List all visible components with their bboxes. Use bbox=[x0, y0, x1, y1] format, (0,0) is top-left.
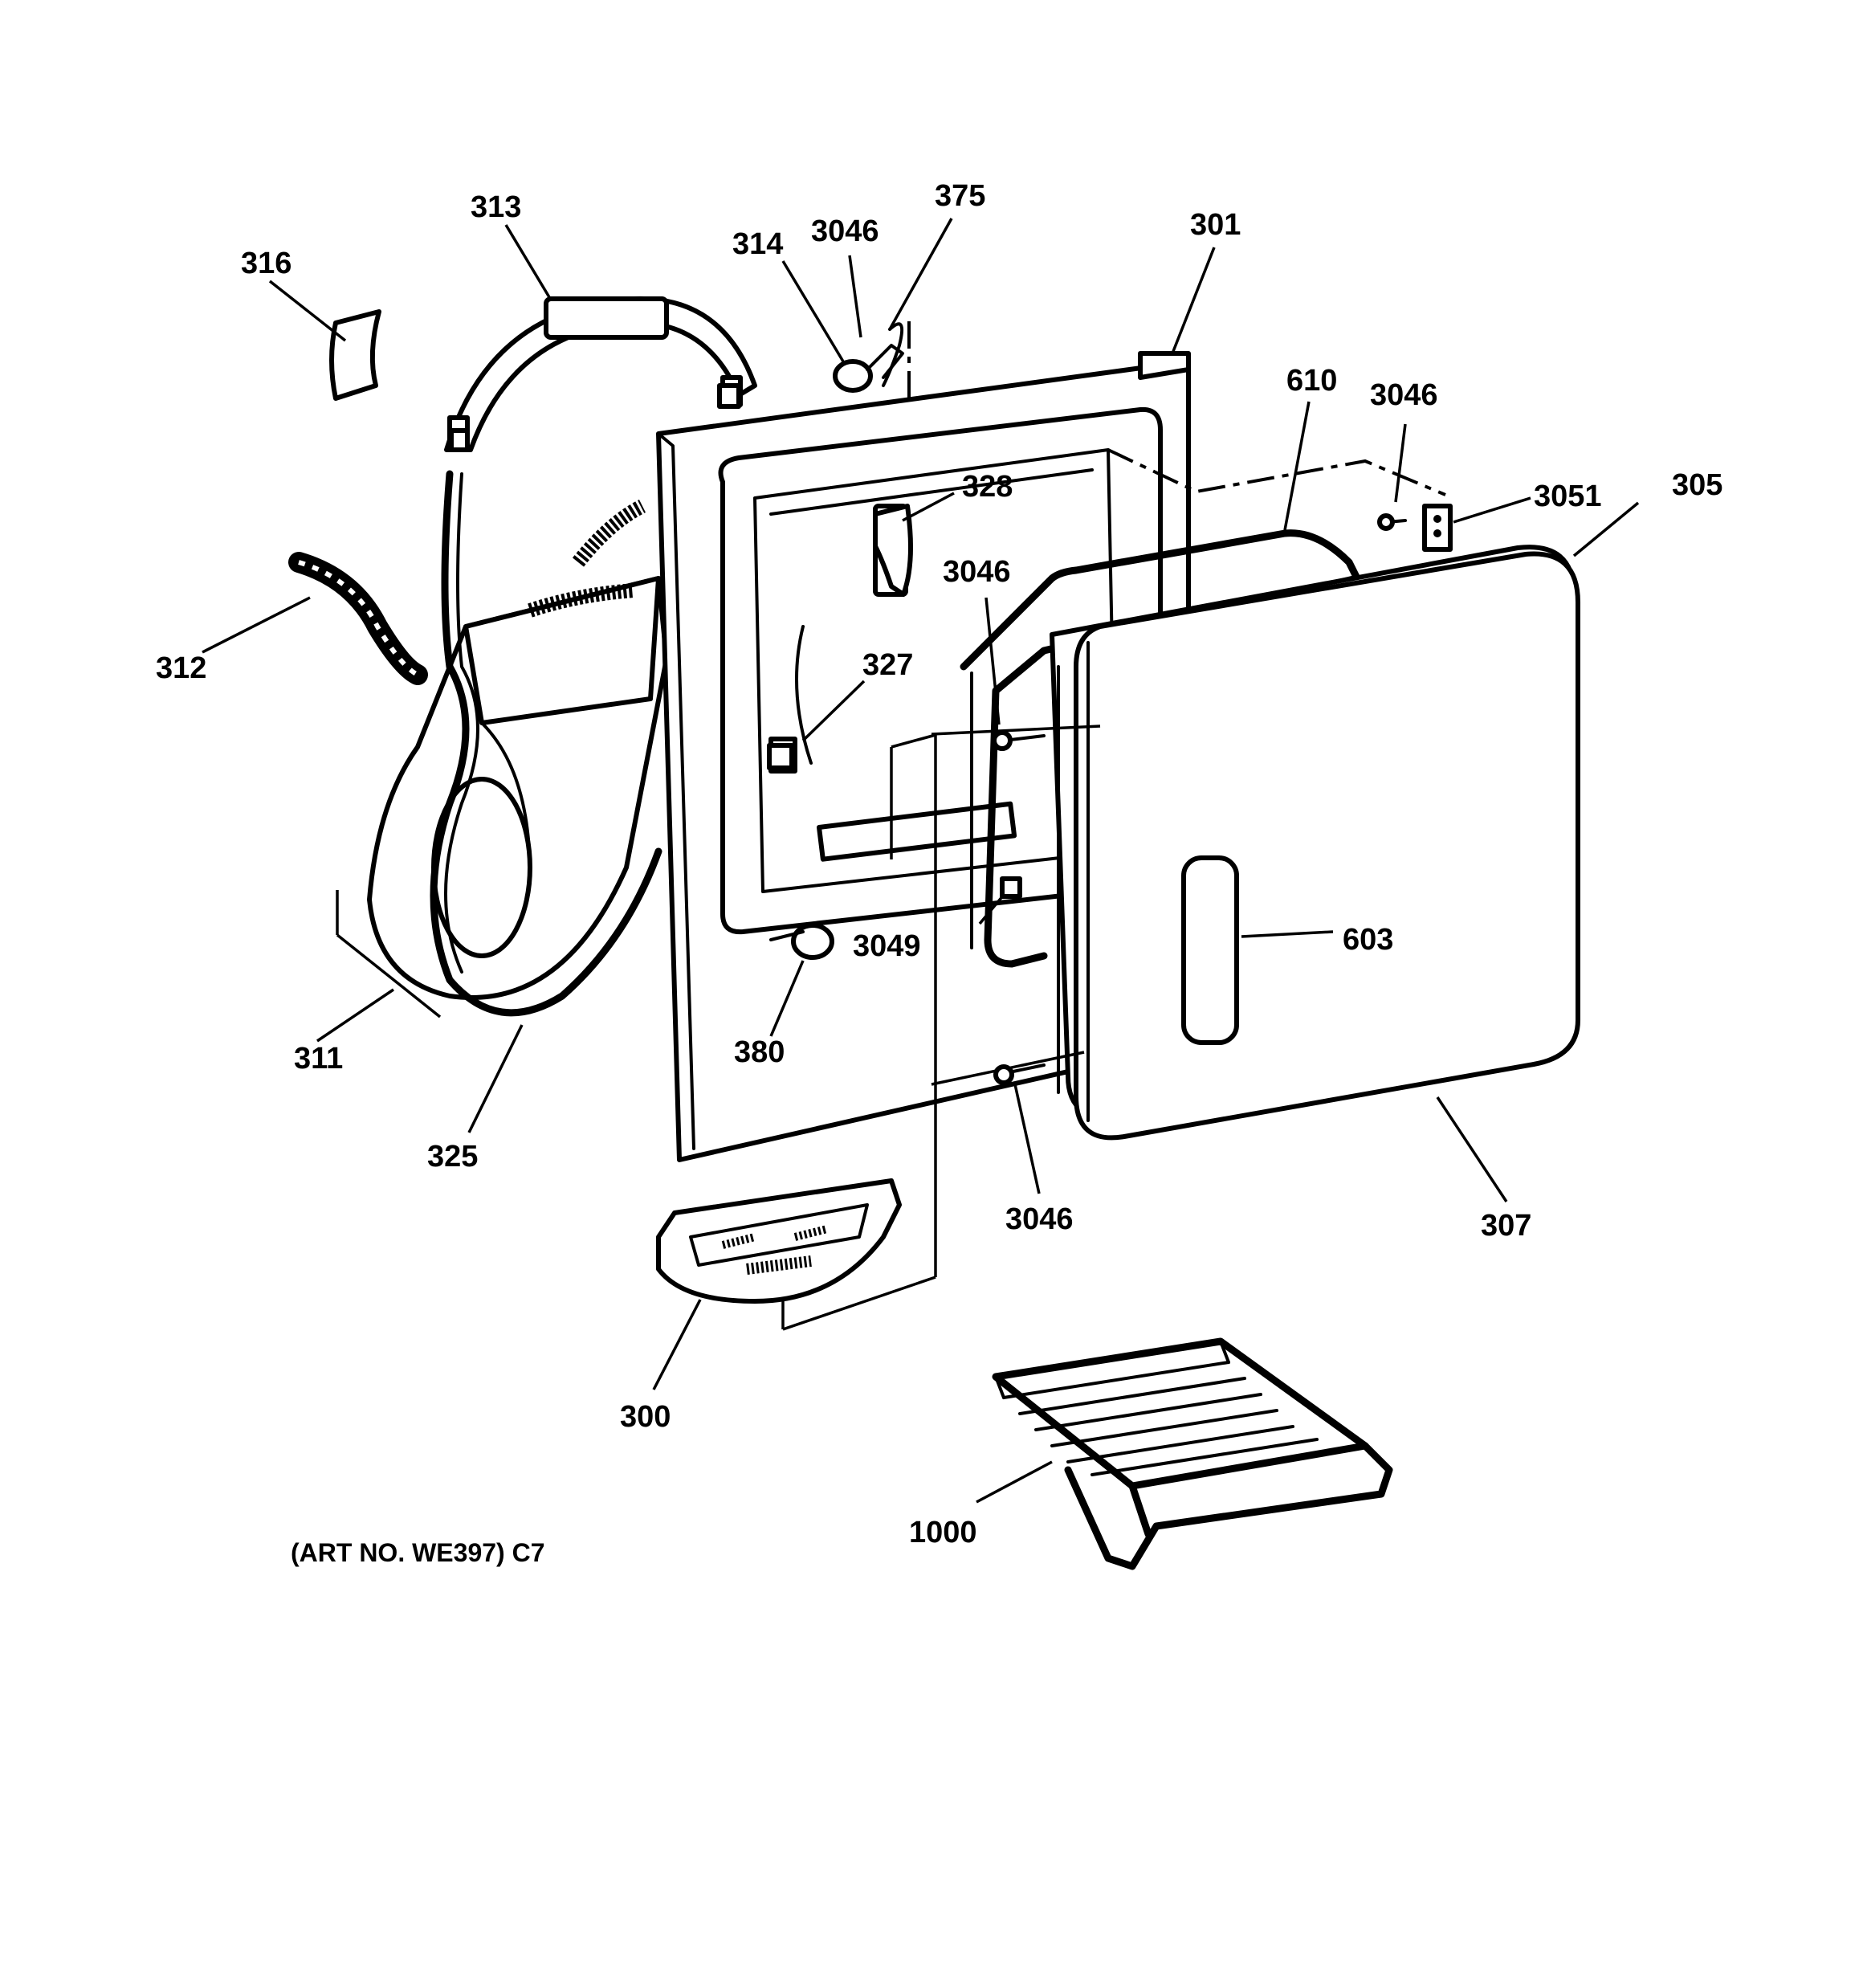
part-603-handle bbox=[1181, 855, 1239, 1045]
callout-325: 325 bbox=[427, 1140, 478, 1174]
part-307-door-inner bbox=[1057, 551, 1580, 1141]
callout-301: 301 bbox=[1190, 208, 1241, 242]
part-313-bracket bbox=[444, 296, 757, 452]
callout-380: 380 bbox=[734, 1035, 785, 1069]
callout-305: 305 bbox=[1672, 468, 1722, 502]
callout-610: 610 bbox=[1286, 364, 1337, 398]
part-328-hinge bbox=[873, 504, 913, 597]
callout-labels: 316 313 314 3046 375 301 610 3046 3051 3… bbox=[156, 179, 1722, 1567]
callout-3046-right: 3046 bbox=[1370, 378, 1438, 412]
callout-311: 311 bbox=[294, 1042, 343, 1076]
alignment-lines bbox=[781, 448, 1446, 1331]
part-3051-plate bbox=[1422, 504, 1453, 552]
part-380-latch bbox=[769, 923, 834, 960]
callout-307: 307 bbox=[1481, 1209, 1531, 1243]
callout-leaders bbox=[202, 218, 1640, 1504]
callout-3046-bottom: 3046 bbox=[1005, 1202, 1074, 1236]
callout-1000: 1000 bbox=[909, 1516, 977, 1549]
callout-316: 316 bbox=[241, 247, 291, 280]
callout-312: 312 bbox=[156, 651, 206, 685]
callout-375: 375 bbox=[935, 179, 985, 213]
art-number: (ART NO. WE397) C7 bbox=[291, 1538, 544, 1567]
part-1000-drying-rack bbox=[992, 1337, 1393, 1570]
callout-603: 603 bbox=[1343, 923, 1393, 957]
callout-300: 300 bbox=[620, 1400, 671, 1434]
part-311-drum-front bbox=[367, 499, 669, 1000]
screw-3046-bottom bbox=[993, 1063, 1046, 1085]
callout-3046-mid: 3046 bbox=[943, 555, 1011, 589]
screw-3046-right bbox=[1377, 513, 1407, 531]
callout-3049: 3049 bbox=[853, 929, 921, 963]
part-610-gasket bbox=[960, 529, 1361, 968]
part-327-catch bbox=[767, 743, 794, 770]
part-312-hose bbox=[288, 552, 428, 685]
part-3049-clip bbox=[1000, 876, 1022, 899]
screw-3046-mid bbox=[992, 730, 1046, 751]
callout-327: 327 bbox=[862, 648, 913, 682]
part-301-front-panel bbox=[656, 351, 1191, 1162]
callout-314: 314 bbox=[732, 227, 783, 261]
callout-328: 328 bbox=[962, 470, 1013, 504]
part-325-seal bbox=[430, 470, 662, 1017]
part-375-actuator bbox=[882, 321, 911, 402]
callout-3046-top: 3046 bbox=[811, 214, 879, 248]
part-300-lint-filter bbox=[656, 1178, 902, 1304]
part-316-pad bbox=[329, 309, 381, 401]
callout-313: 313 bbox=[471, 190, 521, 224]
callout-3051: 3051 bbox=[1534, 480, 1602, 513]
